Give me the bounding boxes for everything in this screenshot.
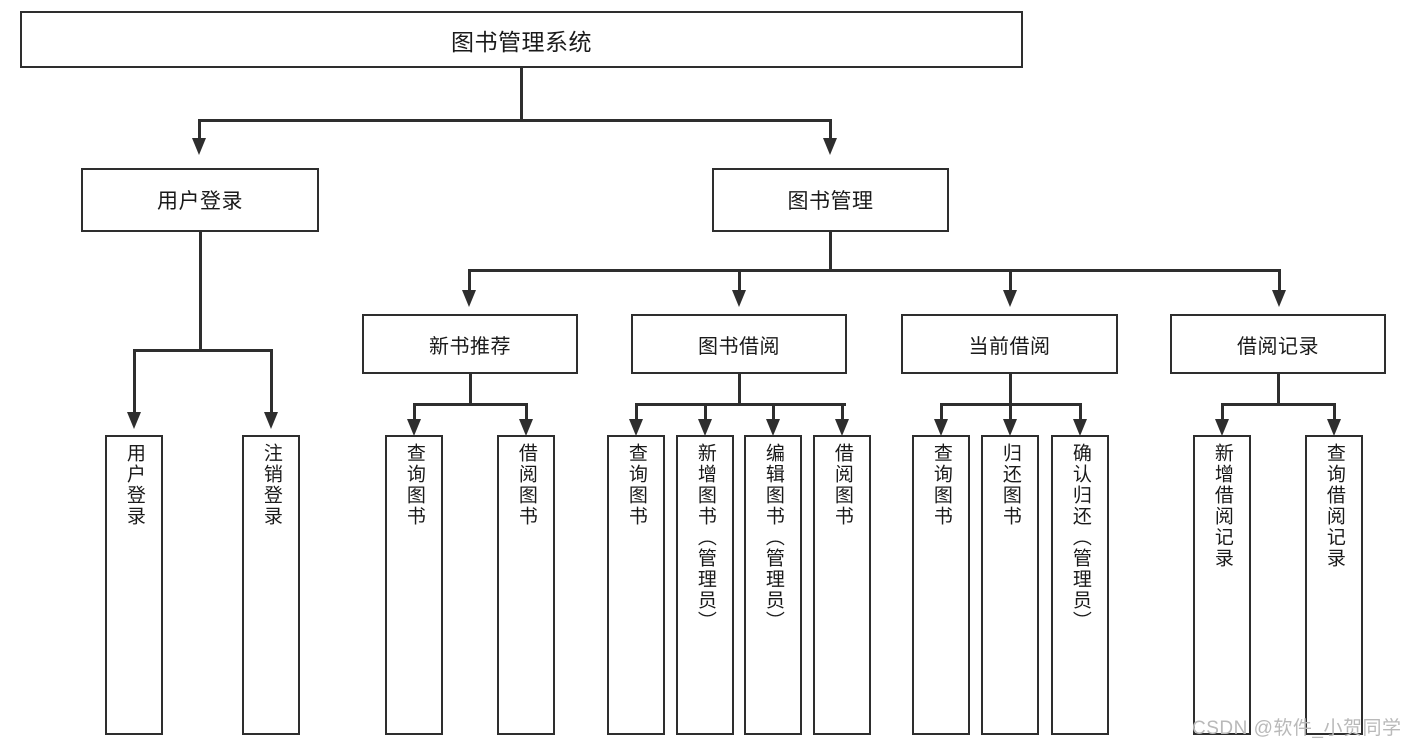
arrow-book-management [823,138,837,155]
node-leaf-add-book[interactable]: 新增图书（管理员） [676,435,734,735]
node-label: 查询借阅记录 [1323,443,1345,569]
connector-drop-leaf-query-book-cur [940,403,943,422]
node-label: 借阅图书 [515,443,537,527]
connector-current-borrow-stem [1009,374,1012,405]
arrow-leaf-borrow-book-rec [519,419,533,436]
arrow-leaf-query-book-borrow [629,419,643,436]
connector-drop-leaf-add-book [704,403,707,422]
node-leaf-borrow-book-rec[interactable]: 借阅图书 [497,435,555,735]
connector-book-management-stem [829,232,832,271]
node-leaf-user-login[interactable]: 用户登录 [105,435,163,735]
connector-drop-leaf-return-book [1009,403,1012,422]
node-label: 确认归还（管理员） [1069,443,1091,632]
node-leaf-borrow-book[interactable]: 借阅图书 [813,435,871,735]
node-label: 归还图书 [999,443,1021,527]
node-current-borrow[interactable]: 当前借阅 [901,314,1118,374]
connector-drop-leaf-add-record [1221,403,1224,422]
node-label: 查询图书 [930,443,952,527]
node-label: 图书管理系统 [451,28,592,55]
connector-root-bus [198,119,832,122]
connector-drop-leaf-borrow-book [841,403,844,422]
connector-drop-leaf-edit-book [772,403,775,422]
connector-borrow-record-stem [1277,374,1280,405]
arrow-user-login [192,138,206,155]
node-leaf-query-book-cur[interactable]: 查询图书 [912,435,970,735]
arrow-leaf-borrow-book [835,419,849,436]
arrow-leaf-edit-book [766,419,780,436]
connector-user-login-stem [199,232,202,351]
arrow-leaf-query-book-cur [934,419,948,436]
node-label: 当前借阅 [968,335,1051,358]
connector-book-management-bus [468,269,1280,272]
node-label: 用户登录 [157,190,243,213]
node-label: 借阅图书 [831,443,853,527]
arrow-leaf-add-record [1215,419,1229,436]
node-leaf-edit-book[interactable]: 编辑图书（管理员） [744,435,802,735]
arrow-new-book-recommend [462,290,476,307]
node-label: 新增借阅记录 [1211,443,1233,569]
connector-drop-leaf-borrow-book-rec [525,403,528,422]
node-new-book-recommend[interactable]: 新书推荐 [362,314,578,374]
node-label: 图书管理 [787,190,874,213]
node-leaf-add-record[interactable]: 新增借阅记录 [1193,435,1251,735]
connector-user-login-bus [133,349,272,352]
arrow-borrow-record [1272,290,1286,307]
arrow-leaf-query-record [1327,419,1341,436]
connector-new-book-recommend-bus [413,403,527,406]
node-book-management[interactable]: 图书管理 [712,168,949,232]
connector-drop-new-book-recommend [468,269,471,291]
node-label: 查询图书 [403,443,425,527]
arrow-leaf-add-book [698,419,712,436]
node-label: 借阅记录 [1237,335,1319,358]
arrow-book-borrow [732,290,746,307]
node-book-borrow[interactable]: 图书借阅 [631,314,847,374]
node-label: 注销登录 [260,443,282,527]
arrow-leaf-query-book-rec [407,419,421,436]
connector-drop-leaf-logout [270,349,273,413]
connector-drop-book-borrow [738,269,741,291]
connector-borrow-record-bus [1221,403,1335,406]
node-label: 编辑图书（管理员） [762,443,784,632]
connector-drop-leaf-confirm-return [1079,403,1082,422]
arrow-leaf-user-login [127,412,141,429]
arrow-leaf-return-book [1003,419,1017,436]
connector-drop-current-borrow [1009,269,1012,291]
connector-root-stem [520,68,523,121]
connector-drop-leaf-user-login [133,349,136,413]
node-label: 用户登录 [123,443,145,527]
connector-book-borrow-stem [738,374,741,405]
node-leaf-confirm-return[interactable]: 确认归还（管理员） [1051,435,1109,735]
node-leaf-query-book-borrow[interactable]: 查询图书 [607,435,665,735]
node-label: 新增图书（管理员） [694,443,716,632]
node-leaf-query-record[interactable]: 查询借阅记录 [1305,435,1363,735]
connector-book-borrow-bus [635,403,846,406]
arrow-leaf-confirm-return [1073,419,1087,436]
connector-drop-leaf-query-book-borrow [635,403,638,422]
node-leaf-query-book-rec[interactable]: 查询图书 [385,435,443,735]
node-label: 图书借阅 [698,335,780,358]
node-leaf-logout-login[interactable]: 注销登录 [242,435,300,735]
node-root-system[interactable]: 图书管理系统 [20,11,1023,68]
connector-drop-user-login [198,119,201,139]
connector-drop-borrow-record [1278,269,1281,291]
node-user-login[interactable]: 用户登录 [81,168,319,232]
connector-drop-leaf-query-book-rec [413,403,416,422]
connector-drop-leaf-query-record [1333,403,1336,422]
node-label: 查询图书 [625,443,647,527]
connector-drop-book-management [829,119,832,139]
arrow-current-borrow [1003,290,1017,307]
node-borrow-record[interactable]: 借阅记录 [1170,314,1386,374]
arrow-leaf-logout [264,412,278,429]
node-leaf-return-book[interactable]: 归还图书 [981,435,1039,735]
node-label: 新书推荐 [429,335,511,358]
connector-new-book-recommend-stem [469,374,472,405]
